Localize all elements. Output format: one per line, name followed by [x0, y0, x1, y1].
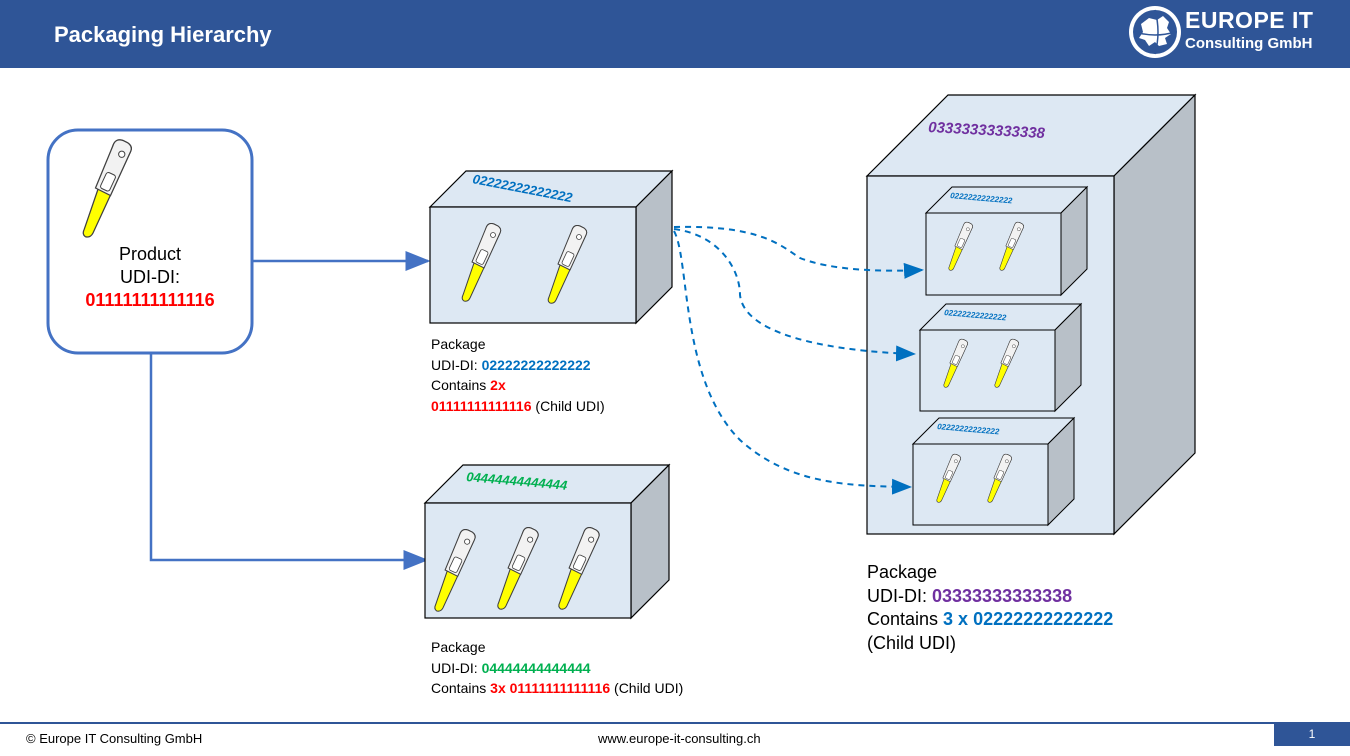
- footer-website[interactable]: www.europe-it-consulting.ch: [598, 731, 761, 746]
- dashed-arrow-3: [673, 230, 912, 495]
- package-c-udi-value: 03333333333338: [932, 585, 1073, 606]
- package-b-box: [423, 463, 671, 620]
- package-b-contains-prefix: Contains: [431, 680, 491, 696]
- footer-divider: [0, 722, 1350, 724]
- product-udi-label: UDI-DI:: [120, 267, 180, 287]
- package-a-title: Package: [431, 336, 486, 352]
- product-card: [46, 128, 254, 355]
- package-c-title: Package: [867, 562, 938, 582]
- package-a-contains-prefix: Contains: [431, 377, 491, 393]
- product-udi-value: 01111111111116: [85, 290, 215, 310]
- package-a-udi-value: 02222222222222: [481, 356, 591, 373]
- europe-globe-icon: [1129, 6, 1181, 58]
- package-c-box: [865, 93, 1197, 536]
- hierarchy-diagram: 02222222222222 04444444444444 0333333333…: [46, 93, 1197, 620]
- dashed-arrow-2: [673, 228, 916, 362]
- logo-text: EUROPE IT: [1185, 7, 1314, 33]
- dashed-arrow-1: [673, 225, 924, 279]
- package-a-label: Package UDI-DI: 02222222222222 Contains …: [431, 334, 605, 416]
- package-b-title: Package: [431, 639, 486, 655]
- package-c-top-code: 03333333333338: [928, 119, 1046, 142]
- header-bar: [0, 0, 1350, 68]
- package-c-child-suffix: (Child UDI): [867, 632, 957, 653]
- arrow-product-to-package-b: [149, 353, 429, 570]
- package-c-udi-prefix: UDI-DI:: [867, 585, 932, 606]
- product-label: Product UDI-DI: 01111111111116: [48, 243, 252, 312]
- page-number: 1: [1274, 724, 1350, 746]
- package-c-contains-value: 3 x 02222222222222: [943, 609, 1114, 629]
- package-a-child-udi: 01111111111116: [431, 397, 532, 414]
- package-a-box: [428, 169, 674, 325]
- package-b-label: Package UDI-DI: 04444444444444 Contains …: [431, 637, 683, 699]
- package-c-contains-prefix: Contains: [867, 609, 944, 629]
- package-a-child-suffix: (Child UDI): [531, 397, 605, 414]
- page-title: Packaging Hierarchy: [54, 22, 272, 47]
- package-a-contains-count: 2x: [490, 377, 506, 393]
- product-title: Product: [118, 244, 182, 264]
- footer-copyright: © Europe IT Consulting GmbH: [26, 731, 203, 746]
- package-b-udi-prefix: UDI-DI:: [431, 659, 482, 676]
- package-b-child-suffix: (Child UDI): [610, 680, 684, 696]
- logo-subtext: Consulting GmbH: [1185, 35, 1313, 52]
- package-c-label: Package UDI-DI: 03333333333338 Contains …: [867, 561, 1113, 655]
- package-a-udi-prefix: UDI-DI:: [431, 356, 482, 373]
- package-b-udi-value: 04444444444444: [481, 659, 591, 676]
- package-b-contains-value: 3x 01111111111116: [490, 680, 611, 696]
